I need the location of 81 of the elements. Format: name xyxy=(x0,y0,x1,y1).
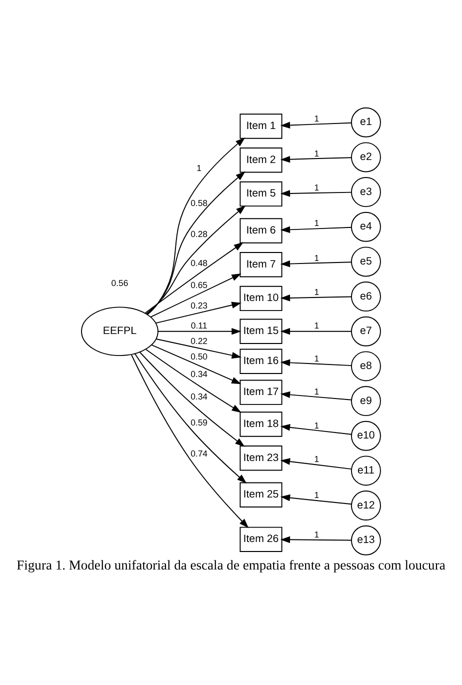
node-box: Item 16 xyxy=(240,348,282,374)
arrow xyxy=(280,424,352,435)
node-circle: e2 xyxy=(350,142,381,172)
node-box: Item 6 xyxy=(240,218,282,244)
node-ellipse: EEFPL xyxy=(81,306,158,356)
arrow xyxy=(144,242,244,314)
node-circle: e1 xyxy=(350,107,381,138)
arrow xyxy=(146,205,246,314)
node-box: Item 10 xyxy=(240,286,282,312)
edge-label: 0.48 xyxy=(190,258,208,268)
caption: Figura 1. Modelo unifatorial da escala de empatia frente a pessoas com loucura xyxy=(16,558,446,573)
edge-label: 1 xyxy=(314,320,320,331)
edge-label: 1 xyxy=(314,114,320,124)
arrow xyxy=(280,190,352,197)
edge-label: 0.28 xyxy=(190,228,208,239)
node-circle: e12 xyxy=(350,490,381,521)
node-box: Item 5 xyxy=(240,181,282,207)
arrow xyxy=(146,171,246,315)
arrow xyxy=(145,348,242,413)
arrow xyxy=(280,494,352,505)
node-box: Item 7 xyxy=(240,252,282,278)
node-circle: e8 xyxy=(350,351,381,382)
arrow xyxy=(139,352,245,447)
edge-label: 0.22 xyxy=(190,336,208,346)
arrow xyxy=(280,294,352,302)
arrow xyxy=(158,328,242,335)
edge-label: 1 xyxy=(196,162,202,173)
edge-label: 1 xyxy=(314,286,320,297)
edge-label: 0.11 xyxy=(190,320,208,331)
edge-label: 0.59 xyxy=(190,417,208,428)
node-box: Item 23 xyxy=(240,446,282,471)
edge-label: 0.65 xyxy=(190,280,208,290)
edge-label: 0.34 xyxy=(190,369,208,380)
node-circle: e13 xyxy=(350,525,381,556)
edge-label: 1 xyxy=(314,218,320,228)
edge-label: 0.50 xyxy=(190,352,208,362)
node-circle: e7 xyxy=(350,316,381,346)
label: 0.56 xyxy=(111,278,128,288)
node-box: Item 2 xyxy=(240,148,282,173)
edge-label: 0.34 xyxy=(190,391,208,402)
edge-label: 1 xyxy=(314,182,320,192)
node-box: Item 18 xyxy=(240,412,282,437)
edge-label: 1 xyxy=(314,454,320,464)
node-box: Item 1 xyxy=(240,114,282,139)
edge-label: 1 xyxy=(314,252,320,263)
arrow xyxy=(280,260,352,268)
edge-label: 0.58 xyxy=(190,198,208,208)
node-box: Item 25 xyxy=(240,482,282,508)
arrow xyxy=(151,344,242,384)
node-circle: e6 xyxy=(350,282,381,312)
edge-label: 1 xyxy=(314,420,320,430)
arrow xyxy=(155,302,242,324)
arrow xyxy=(280,122,352,129)
edge-label: 1 xyxy=(314,386,320,396)
node-circle: e10 xyxy=(350,420,381,451)
node-box: Item 15 xyxy=(240,318,282,344)
arrow xyxy=(134,353,247,484)
arrow xyxy=(280,226,352,234)
edge-label: 1 xyxy=(314,490,320,500)
node-box: Item 26 xyxy=(240,526,282,552)
edge-label: 1 xyxy=(314,148,320,158)
node-circle: e9 xyxy=(350,386,381,416)
edge-label: 0.23 xyxy=(190,300,208,310)
arrow xyxy=(280,359,352,366)
arrow xyxy=(156,338,242,359)
node-circle: e5 xyxy=(350,246,381,277)
arrow xyxy=(147,138,246,316)
node-circle: e11 xyxy=(350,456,381,486)
node-circle: e3 xyxy=(350,177,381,208)
arrow xyxy=(280,458,352,470)
edge-label: 1 xyxy=(314,354,320,364)
edge-label: 0.74 xyxy=(190,448,208,458)
arrow xyxy=(150,274,242,318)
arrow xyxy=(280,536,352,544)
node-box: Item 17 xyxy=(240,380,282,405)
arrow xyxy=(280,391,352,400)
arrow xyxy=(280,156,352,163)
arrow xyxy=(280,328,352,335)
node-circle: e4 xyxy=(350,212,381,242)
edge-label: 1 xyxy=(314,530,320,540)
arrow xyxy=(131,354,249,528)
